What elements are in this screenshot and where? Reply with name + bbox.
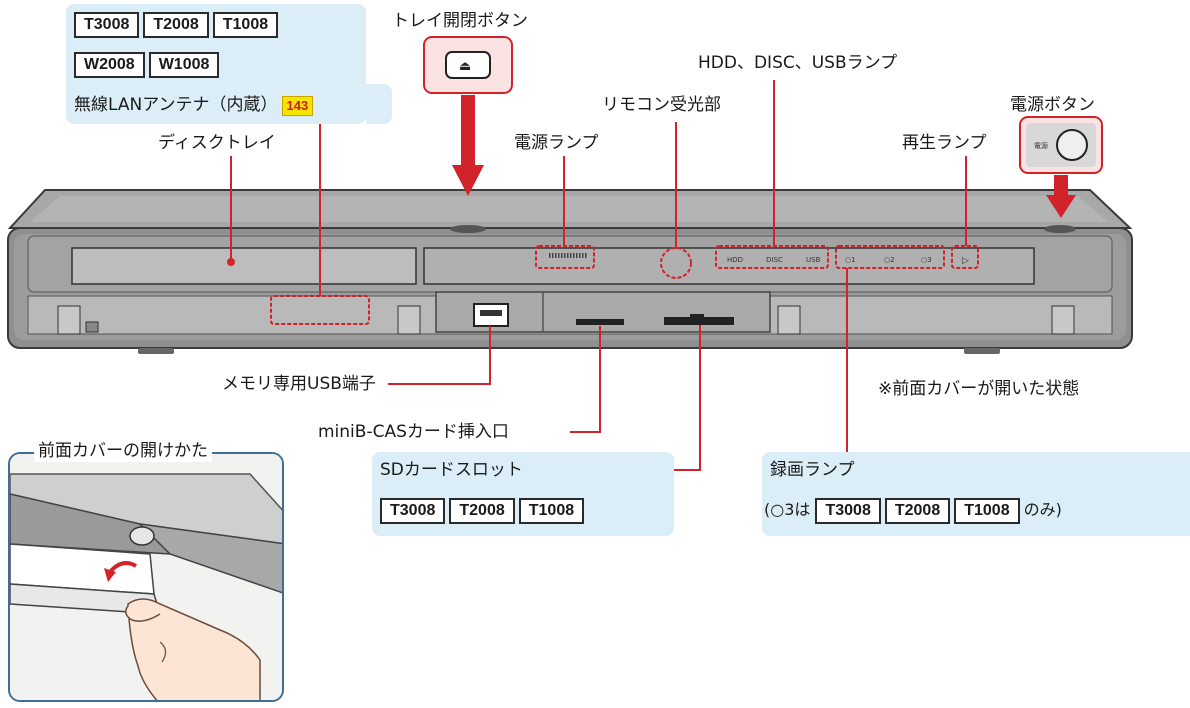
disc-tray <box>71 247 417 285</box>
cover-open-note: ※前面カバーが開いた状態 <box>878 379 1080 399</box>
power-button <box>1056 129 1088 161</box>
remote-sensor-highlight <box>660 247 692 279</box>
sd-slot <box>664 317 734 325</box>
minib-cas-slot <box>576 319 624 325</box>
minib-cas-slot-label: miniB-CASカード挿入口 <box>318 422 509 442</box>
sd-slot-label: SDカードスロット <box>380 460 523 480</box>
rec-lamps-highlight <box>835 245 945 269</box>
model-badge: W2008 <box>74 52 145 78</box>
eject-icon: ⏏ <box>459 59 471 74</box>
lamp-usb: USB <box>806 256 821 264</box>
model-badge: T2008 <box>143 12 209 38</box>
lamp-hdd: HDD <box>727 256 743 264</box>
page-reference-badge[interactable]: 143 <box>281 96 314 116</box>
tray-button-label: トレイ開閉ボタン <box>392 11 528 31</box>
rec-note-suffix: のみ) <box>1023 500 1062 519</box>
rec-lamp-label: 録画ランプ <box>770 460 855 480</box>
antenna-panel-extension <box>366 84 392 124</box>
tray-open-close-button <box>445 51 491 79</box>
cover-open-inset <box>8 452 284 702</box>
model-badge: T3008 <box>380 498 446 524</box>
model-badge: W1008 <box>148 52 220 78</box>
rec-lamp-1: ○1 <box>845 256 856 264</box>
model-badge: T3008 <box>815 498 881 524</box>
rec-lamp-3: ○3 <box>921 256 932 264</box>
model-badge: T1008 <box>212 12 279 38</box>
model-badge: T1008 <box>954 498 1020 524</box>
play-lamp-label: 再生ランプ <box>902 133 987 153</box>
lamp-disc: DISC <box>766 256 783 264</box>
model-badge: T2008 <box>884 498 951 524</box>
model-badge: T2008 <box>449 498 515 524</box>
antenna-label-row: 無線LANアンテナ（内蔵）143 <box>74 94 314 116</box>
status-lamps-highlight <box>715 245 829 269</box>
model-badge: T3008 <box>74 12 140 38</box>
usb-port-label: メモリ専用USB端子 <box>222 374 376 394</box>
power-button-text: 電源 <box>1034 141 1048 150</box>
cover-open-illustration <box>10 454 282 700</box>
display-window <box>423 247 1035 285</box>
remote-sensor-label: リモコン受光部 <box>602 95 721 115</box>
power-button-label: 電源ボタン <box>1010 95 1095 115</box>
power-lamp-label: 電源ランプ <box>514 133 599 153</box>
disc-tray-label: ディスクトレイ <box>158 133 276 153</box>
rec-note-prefix: (○3は <box>764 500 811 519</box>
play-lamp-symbol: ▷ <box>962 256 969 266</box>
rec-lamp-2: ○2 <box>884 256 895 264</box>
inset-title: 前面カバーの開けかた <box>34 440 212 462</box>
hdd-disc-usb-lamps-label: HDD、DISC、USBランプ <box>698 53 898 73</box>
model-badge: T1008 <box>518 498 585 524</box>
antenna-label: 無線LANアンテナ（内蔵） <box>74 95 278 115</box>
